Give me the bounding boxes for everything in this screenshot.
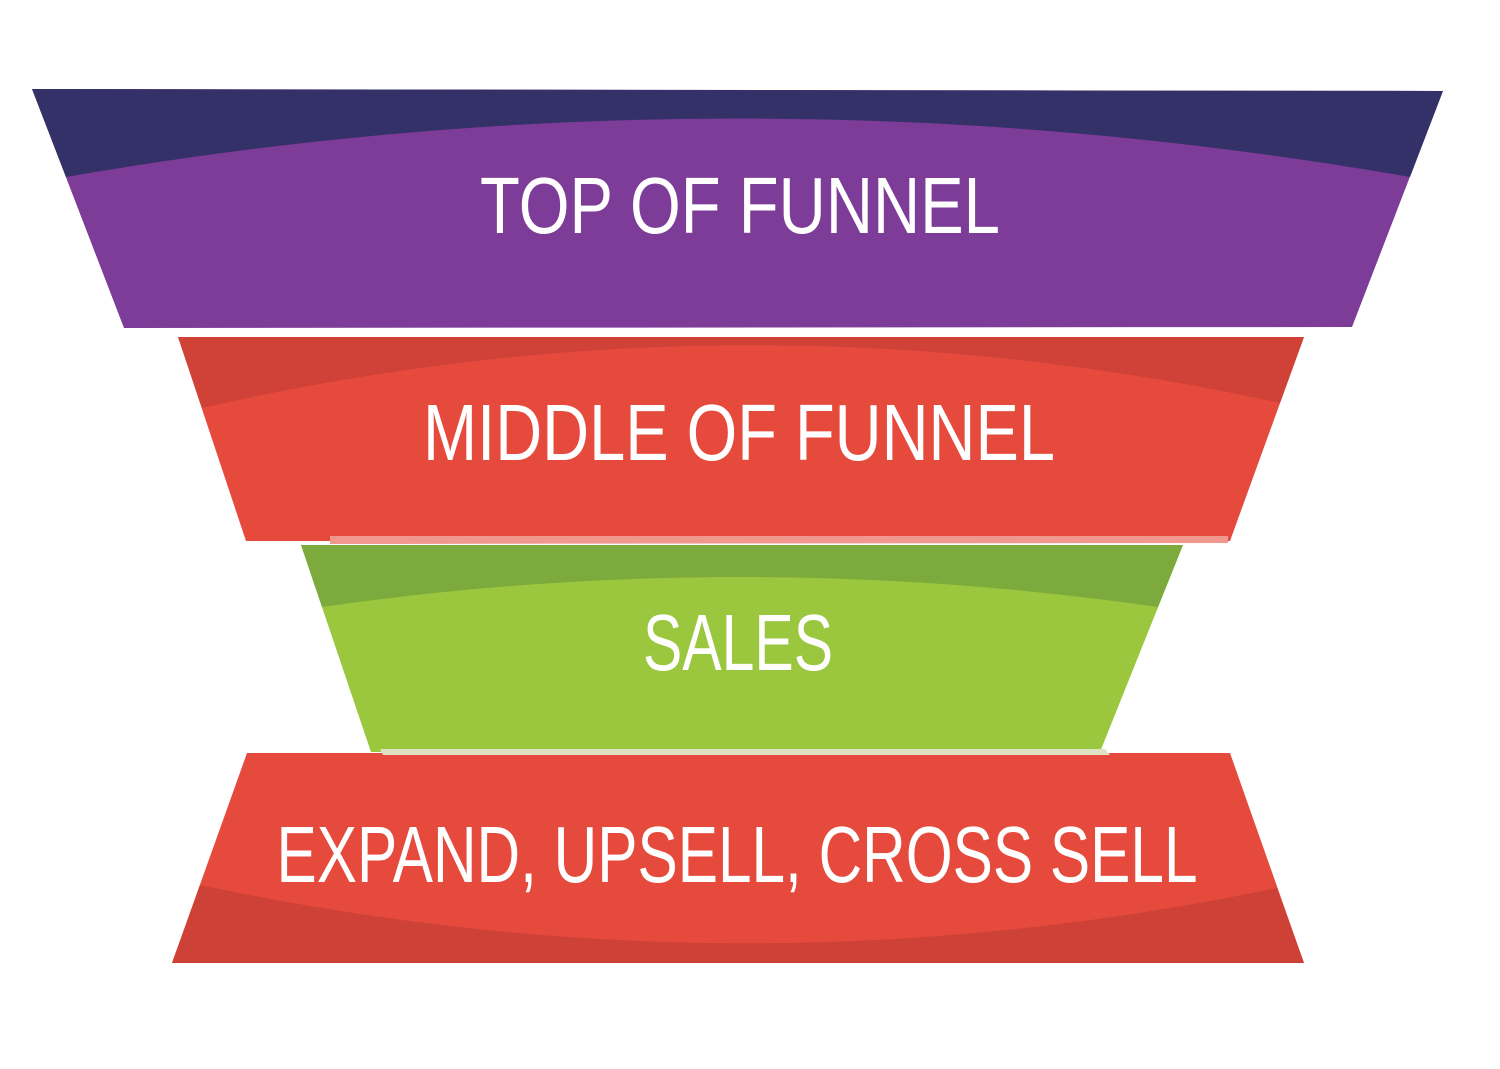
stage-1-top-shade-band xyxy=(32,89,1443,177)
stage-top-of-funnel: TOP OF FUNNEL xyxy=(32,89,1443,328)
stage-sales: SALES xyxy=(301,545,1183,752)
stage-expand-upsell-cross-sell: EXPAND, UPSELL, CROSS SELL xyxy=(172,753,1304,963)
stage-1-body xyxy=(32,89,1443,328)
stage-2-body xyxy=(178,337,1304,541)
stage-4-bottom-shade-band xyxy=(172,885,1304,963)
stage-4-body xyxy=(172,753,1304,963)
stage-middle-of-funnel: MIDDLE OF FUNNEL xyxy=(178,337,1304,544)
stage-2-label: MIDDLE OF FUNNEL xyxy=(423,388,1055,477)
stage-4-label: EXPAND, UPSELL, CROSS SELL xyxy=(277,810,1198,899)
stage-2-bottom-highlight-strip xyxy=(330,536,1228,544)
stage-2-top-shade-band xyxy=(178,337,1304,408)
stage-3-label: SALES xyxy=(643,598,833,687)
stage-3-body xyxy=(301,545,1183,752)
stage-3-bottom-highlight-strip xyxy=(380,749,1110,755)
stage-1-label: TOP OF FUNNEL xyxy=(480,161,1000,250)
stage-3-top-shade-band xyxy=(301,545,1183,607)
